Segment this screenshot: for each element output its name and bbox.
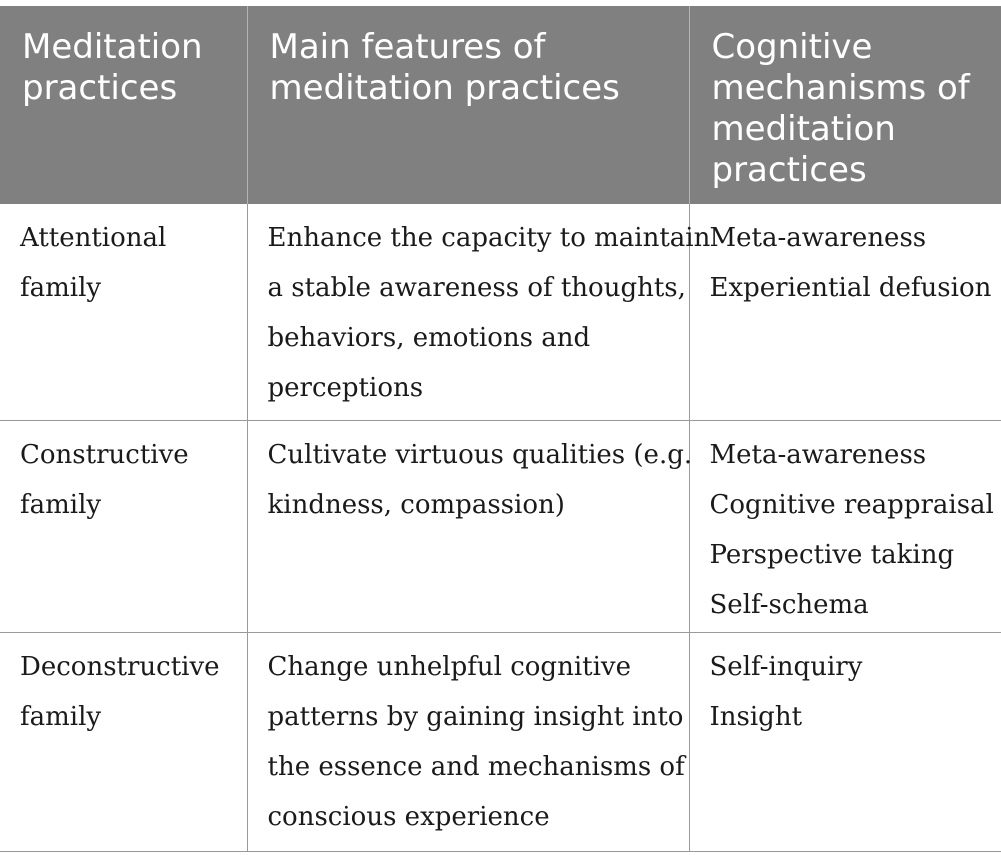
mechanisms-cell: Self-inquiry Insight — [688, 632, 1001, 852]
table-header-row: Meditation practices Main features of me… — [0, 6, 1001, 204]
header-main-features: Main features of meditation practices — [246, 6, 689, 204]
practice-cell: Constructive family — [0, 420, 247, 633]
meditation-practices-table: Meditation practices Main features of me… — [0, 6, 1001, 852]
practice-cell: Deconstructive family — [0, 632, 247, 852]
table-row: Attentional family Enhance the capacity … — [0, 204, 1001, 421]
features-cell: Enhance the capacity to maintain a stabl… — [246, 204, 710, 421]
table-row: Constructive family Cultivate virtuous q… — [0, 420, 1001, 633]
features-cell: Change unhelpful cognitive patterns by g… — [246, 632, 689, 852]
header-cognitive-mechanisms: Cognitive mechanisms of meditation pract… — [688, 6, 1001, 204]
practice-cell: Attentional family — [0, 204, 247, 421]
table-row: Deconstructive family Change unhelpful c… — [0, 632, 1001, 852]
mechanisms-cell: Meta-awareness Cognitive reappraisal Per… — [688, 420, 1001, 633]
features-cell: Cultivate virtuous qualities (e.g. kindn… — [246, 420, 692, 633]
header-meditation-practices: Meditation practices — [0, 6, 247, 204]
mechanisms-cell: Meta-awareness Experiential defusion — [688, 204, 1001, 421]
